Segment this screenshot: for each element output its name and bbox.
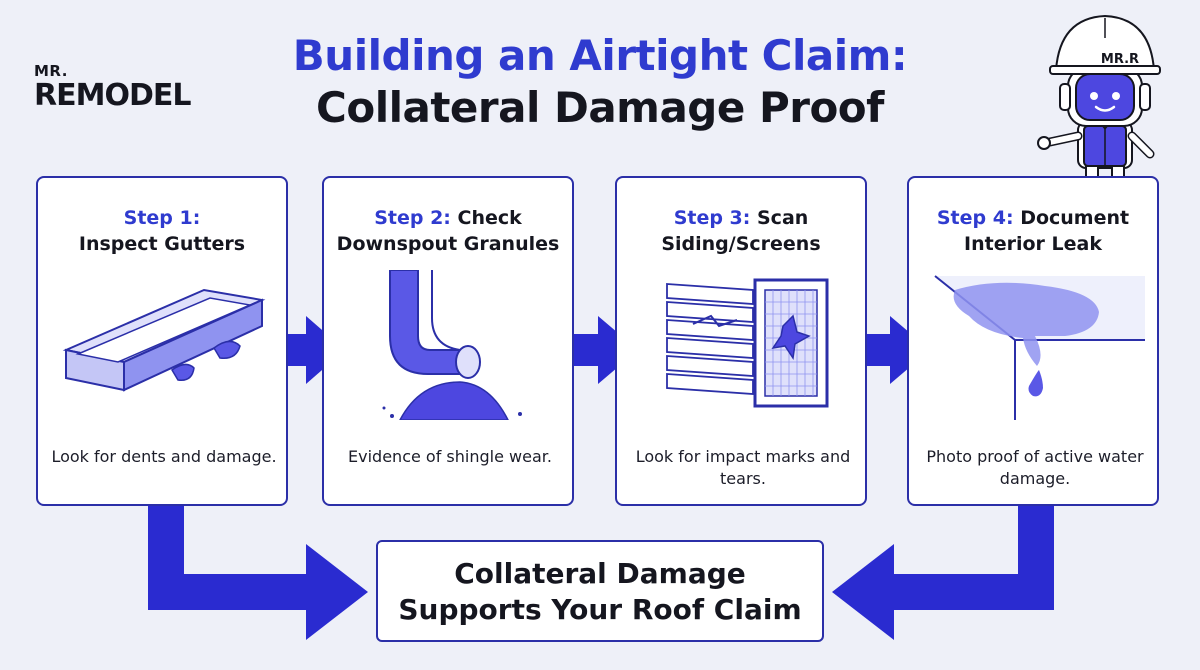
result-line-2: Supports Your Roof Claim bbox=[398, 593, 802, 626]
result-line-1: Collateral Damage bbox=[454, 557, 746, 590]
step-card-title: Step 1: Inspect Gutters bbox=[38, 205, 286, 257]
logo-prefix: MR. bbox=[34, 62, 68, 80]
title-line-2: Collateral Damage Proof bbox=[316, 83, 884, 132]
step-description: Look for impact marks and tears. bbox=[635, 447, 851, 488]
step-description: Photo proof of active water damage. bbox=[926, 447, 1144, 488]
step-card-1: Step 1: Inspect Gutters Look for dents a… bbox=[36, 176, 288, 506]
interior-leak-illustration bbox=[934, 275, 1145, 420]
result-box: Collateral Damage Supports Your Roof Cla… bbox=[376, 540, 824, 642]
step-card-4: Step 4: Document Interior Leak Photo pro… bbox=[907, 176, 1159, 506]
logo-wordmark: REMODEL bbox=[34, 78, 191, 113]
siding-screen-illustration bbox=[666, 278, 829, 408]
step-card-2: Step 2: Check Downspout Granules Evidenc… bbox=[322, 176, 574, 506]
step-number: Step 3: bbox=[673, 207, 751, 229]
step-card-title: Step 3: Scan Siding/Screens bbox=[617, 205, 865, 257]
robot-mascot-illustration bbox=[1037, 14, 1161, 187]
step-number: Step 4: bbox=[936, 207, 1014, 229]
mascot-helmet-label: MR.R bbox=[1100, 52, 1140, 67]
downspout-illustration bbox=[382, 270, 522, 420]
step-card-title: Step 2: Check Downspout Granules bbox=[324, 205, 572, 257]
step-title: Check Downspout Granules bbox=[336, 207, 560, 255]
brand-logo: MR. REMODEL bbox=[34, 62, 191, 113]
step-number: Step 2: bbox=[374, 207, 451, 229]
step-title: Scan Siding/Screens bbox=[661, 207, 821, 255]
step-card-3: Step 3: Scan Siding/Screens Look for imp… bbox=[615, 176, 867, 506]
title-line-1: Building an Airtight Claim: bbox=[292, 31, 908, 80]
page-title: Building an Airtight Claim: Collateral D… bbox=[0, 30, 1200, 134]
step-card-title: Step 4: Document Interior Leak bbox=[909, 205, 1157, 257]
result-text: Collateral Damage Supports Your Roof Cla… bbox=[378, 542, 822, 628]
arrow-step4-to-result bbox=[832, 500, 1054, 640]
step-description: Evidence of shingle wear. bbox=[348, 447, 552, 466]
step-description: Look for dents and damage. bbox=[51, 447, 277, 466]
step-title: Document Interior Leak bbox=[964, 207, 1130, 255]
step-title: Inspect Gutters bbox=[78, 233, 246, 255]
step-number: Step 1: bbox=[123, 207, 201, 229]
arrow-step1-to-result bbox=[148, 500, 368, 640]
gutter-illustration bbox=[62, 288, 266, 392]
